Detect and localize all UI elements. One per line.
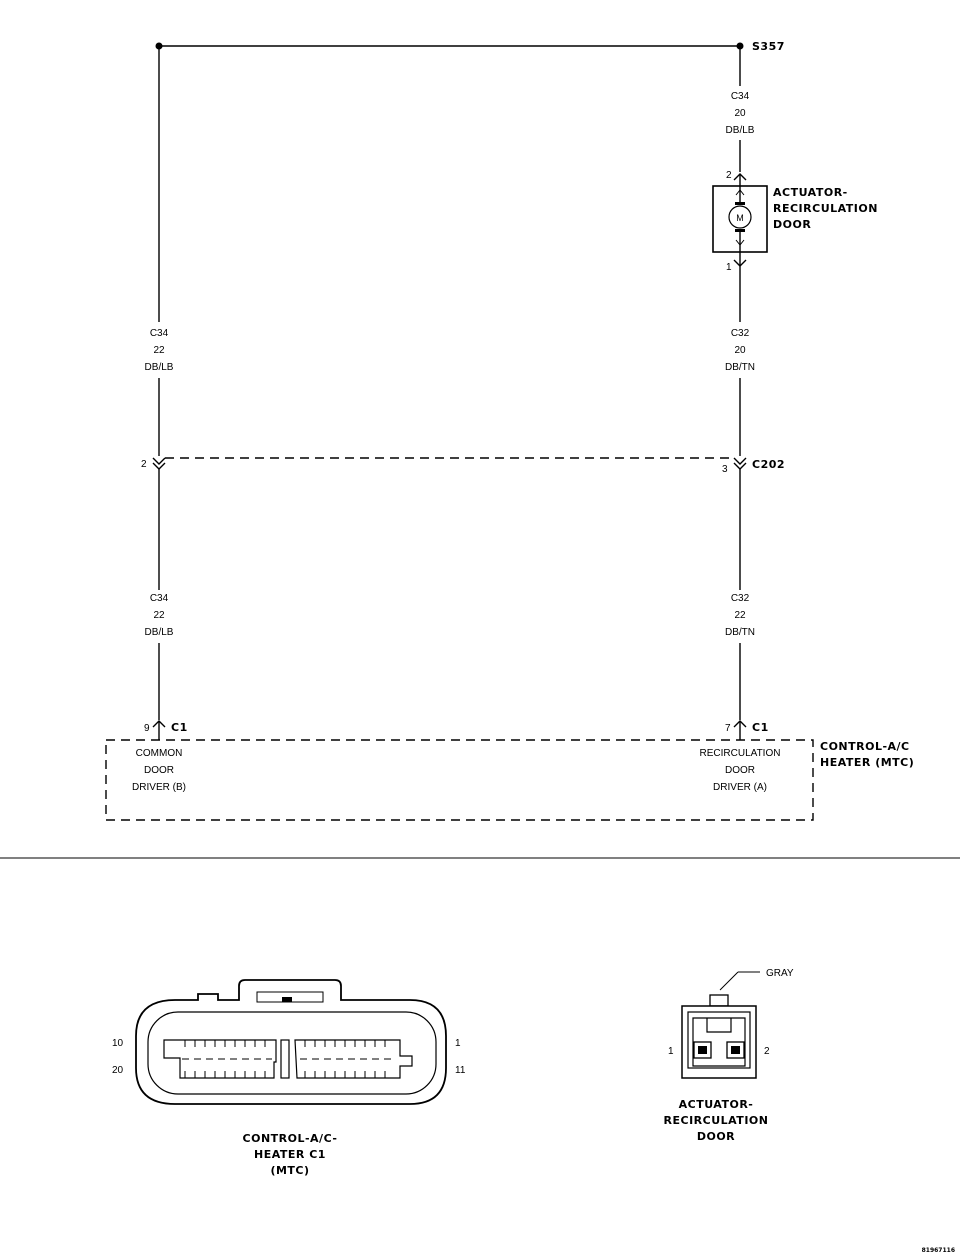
c1-view-name-line3: (MTC) xyxy=(270,1164,309,1177)
svg-text:C32: C32 xyxy=(731,593,750,604)
wire-label-right-lower: C32 22 DB/TN xyxy=(725,593,755,638)
actuator-view-name-line2: RECIRCULATION xyxy=(664,1114,769,1127)
c1-cavity-block-left xyxy=(163,1039,277,1079)
c202-pin-left-label: 2 xyxy=(141,459,147,470)
module-name-line2: HEATER (MTC) xyxy=(820,756,914,769)
actuator-pin-bottom-label: 1 xyxy=(726,262,732,273)
actuator-pin-top-label: 2 xyxy=(726,170,732,181)
splice-label: S357 xyxy=(752,40,785,53)
svg-text:20: 20 xyxy=(734,108,746,119)
control-module-mtc: 9 C1 7 C1 COMMON DOOR DRIVER (B) RECIRCU… xyxy=(105,720,914,821)
gray-color-label: GRAY xyxy=(766,968,794,979)
c1-view-name-line2: HEATER C1 xyxy=(254,1148,326,1161)
svg-text:22: 22 xyxy=(153,345,165,356)
wire-label-right-upper: C32 20 DB/TN xyxy=(725,328,755,373)
actuator-conn-pin-2-label: 2 xyxy=(764,1046,770,1057)
connector-c202: 2 3 C202 xyxy=(141,457,785,475)
svg-text:C34: C34 xyxy=(731,91,750,102)
actuator-conn-key xyxy=(709,994,729,1007)
actuator-name-line1: ACTUATOR- xyxy=(773,186,848,199)
c1-pin-label-11: 11 xyxy=(455,1065,466,1076)
svg-text:22: 22 xyxy=(153,610,165,621)
actuator-conn-pin-1-label: 1 xyxy=(668,1046,674,1057)
svg-text:C34: C34 xyxy=(150,328,169,339)
svg-text:DB/LB: DB/LB xyxy=(145,627,174,638)
actuator-conn-pin-2 xyxy=(726,1041,745,1059)
svg-text:DB/LB: DB/LB xyxy=(726,125,755,136)
right-function-line2: DOOR xyxy=(725,765,755,776)
left-function-line1: COMMON xyxy=(136,748,183,759)
actuator-view-name-line1: ACTUATOR- xyxy=(679,1098,754,1111)
control-module-box xyxy=(105,739,814,821)
c1-pin-label-20: 20 xyxy=(112,1065,124,1076)
c1-pin-label-10: 10 xyxy=(112,1038,124,1049)
c1-right-connector-id: C1 xyxy=(752,721,769,734)
c1-pin-label-1: 1 xyxy=(455,1038,461,1049)
left-function-line2: DOOR xyxy=(144,765,174,776)
actuator-view-name-line3: DOOR xyxy=(697,1130,735,1143)
motor-icon xyxy=(728,205,752,229)
actuator-pin-bottom-terminal xyxy=(733,259,747,267)
left-function-line3: DRIVER (B) xyxy=(132,782,186,793)
actuator-connector-view: GRAY 1 2 ACTUATOR- RECIRCULATION DOOR xyxy=(664,968,794,1143)
svg-text:20: 20 xyxy=(734,345,746,356)
right-function-line1: RECIRCULATION xyxy=(700,748,781,759)
svg-text:22: 22 xyxy=(734,610,746,621)
actuator-conn-pin-1 xyxy=(693,1041,712,1059)
wire-label-left-lower: C34 22 DB/LB xyxy=(145,593,174,638)
wire-label-top-right: C34 20 DB/LB xyxy=(726,91,755,136)
c1-cavity-block-right xyxy=(294,1039,413,1079)
module-name-line1: CONTROL-A/C xyxy=(820,740,910,753)
actuator-name-line2: RECIRCULATION xyxy=(773,202,878,215)
svg-text:DB/TN: DB/TN xyxy=(725,362,755,373)
right-function-line3: DRIVER (A) xyxy=(713,782,767,793)
c1-right-pin-number: 7 xyxy=(725,723,731,734)
svg-text:DB/LB: DB/LB xyxy=(145,362,174,373)
c1-view-name-line1: CONTROL-A/C- xyxy=(243,1132,338,1145)
c1-inner-shell xyxy=(147,1011,437,1095)
gray-leader-line xyxy=(719,971,739,991)
actuator-recirculation-door: 2 M 1 ACTUATOR- RECIRCULATION DOOR xyxy=(712,170,878,273)
c1-left-connector-id: C1 xyxy=(171,721,188,734)
motor-symbol: M xyxy=(736,213,744,223)
svg-text:C32: C32 xyxy=(731,328,750,339)
actuator-name-line3: DOOR xyxy=(773,218,811,231)
figure-id: 81967116 xyxy=(922,1247,955,1254)
c1-outer-shell xyxy=(135,979,447,1105)
c1-center-key xyxy=(280,1039,290,1079)
c1-left-pin-number: 9 xyxy=(144,723,150,734)
c202-label: C202 xyxy=(752,458,785,471)
wire-label-left-upper: C34 22 DB/LB xyxy=(145,328,174,373)
c1-connector-view: 10 20 1 11 CONTROL-A/C- HEATER C1 (MTC) xyxy=(112,979,466,1177)
c202-pin-right-label: 3 xyxy=(722,464,728,475)
svg-text:DB/TN: DB/TN xyxy=(725,627,755,638)
svg-text:C34: C34 xyxy=(150,593,169,604)
